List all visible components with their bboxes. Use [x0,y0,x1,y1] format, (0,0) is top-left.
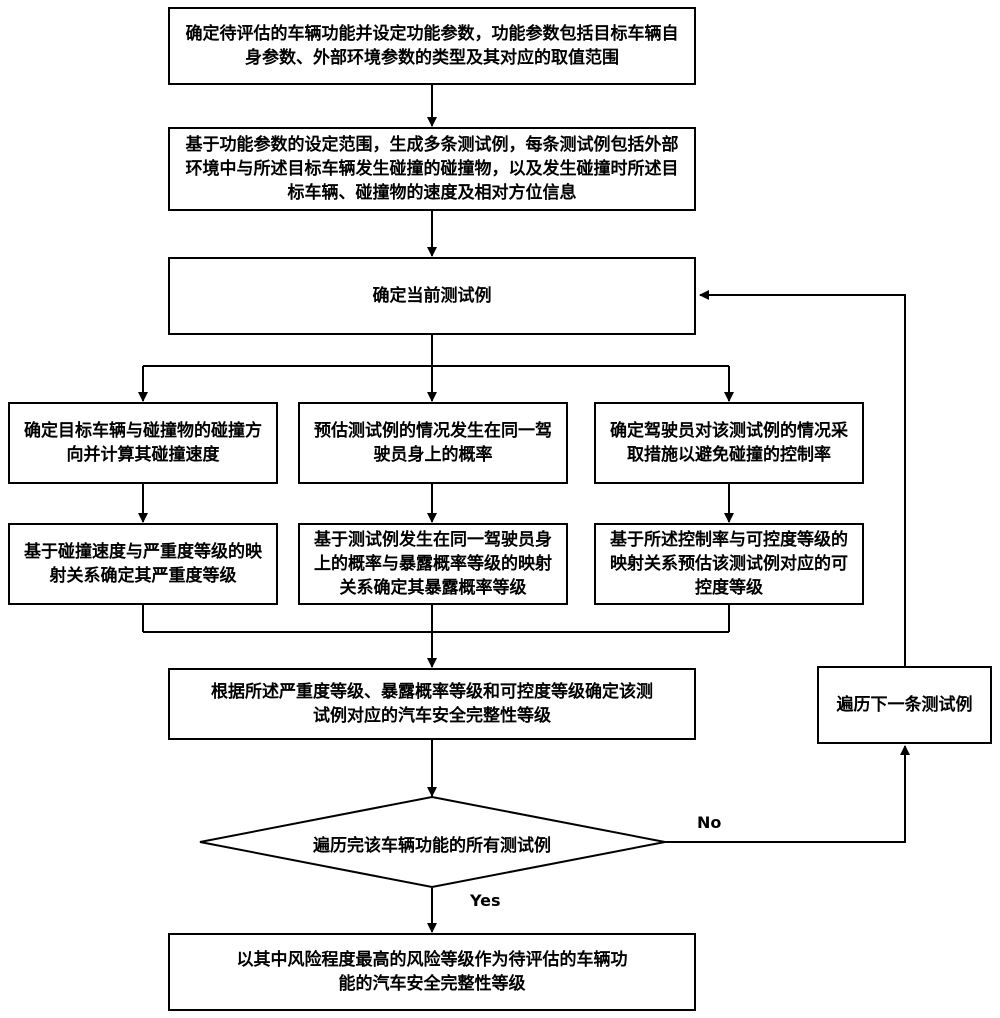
severity-box: 基于碰撞速度与严重度等级的映射关系确定其严重度等级 [8,523,278,605]
yes-label: Yes [470,891,501,910]
collision-direction-text: 确定目标车辆与碰撞物的碰撞方向并计算其碰撞速度 [24,421,262,465]
control-rate-box: 确定驾驶员对该测试例的情况采取措施以避免碰撞的控制率 [594,402,864,484]
define-function-box: 确定待评估的车辆功能并设定功能参数，功能参数包括目标车辆自身参数、外部环境参数的… [168,7,696,85]
generate-cases-text: 基于功能参数的设定范围，生成多条测试例，每条测试例包括外部环境中与所述目标车辆发… [185,135,679,203]
exposure-text: 基于测试例发生在同一驾驶员身上的概率与暴露概率等级的映射关系确定其暴露概率等级 [314,530,552,598]
estimate-probability-box: 预估测试例的情况发生在同一驾驶员身上的概率 [298,402,568,484]
next-case-box: 遍历下一条测试例 [817,666,992,744]
control-rate-text: 确定驾驶员对该测试例的情况采取措施以避免碰撞的控制率 [610,421,848,465]
generate-cases-box: 基于功能参数的设定范围，生成多条测试例，每条测试例包括外部环境中与所述目标车辆发… [168,127,696,211]
arrow-next-to-current [699,290,906,666]
controllability-text: 基于所述控制率与可控度等级的映射关系预估该测试例对应的可控度等级 [610,530,848,598]
controllability-box: 基于所述控制率与可控度等级的映射关系预估该测试例对应的可控度等级 [594,523,864,605]
define-function-text: 确定待评估的车辆功能并设定功能参数，功能参数包括目标车辆自身参数、外部环境参数的… [185,24,679,68]
decision-diamond [199,795,666,889]
asil-box: 根据所述严重度等级、暴露概率等级和可控度等级确定该测试例对应的汽车安全完整性等级 [168,668,696,740]
estimate-probability-text: 预估测试例的情况发生在同一驾驶员身上的概率 [314,421,552,465]
arrow-decision-to-next [665,745,910,843]
decision-text: 遍历完该车辆功能的所有测试例 [313,836,551,856]
exposure-box: 基于测试例发生在同一驾驶员身上的概率与暴露概率等级的映射关系确定其暴露概率等级 [298,523,568,605]
final-text: 以其中风险程度最高的风险等级作为待评估的车辆功能的汽车安全完整性等级 [236,950,628,994]
asil-text: 根据所述严重度等级、暴露概率等级和可控度等级确定该测试例对应的汽车安全完整性等级 [211,682,653,726]
next-case-text: 遍历下一条测试例 [836,695,973,715]
final-box: 以其中风险程度最高的风险等级作为待评估的车辆功能的汽车安全完整性等级 [168,933,696,1011]
collision-direction-box: 确定目标车辆与碰撞物的碰撞方向并计算其碰撞速度 [8,402,278,484]
current-case-box: 确定当前测试例 [168,257,696,335]
severity-text: 基于碰撞速度与严重度等级的映射关系确定其严重度等级 [24,542,262,586]
current-case-text: 确定当前测试例 [372,286,492,306]
no-label: No [697,813,722,832]
